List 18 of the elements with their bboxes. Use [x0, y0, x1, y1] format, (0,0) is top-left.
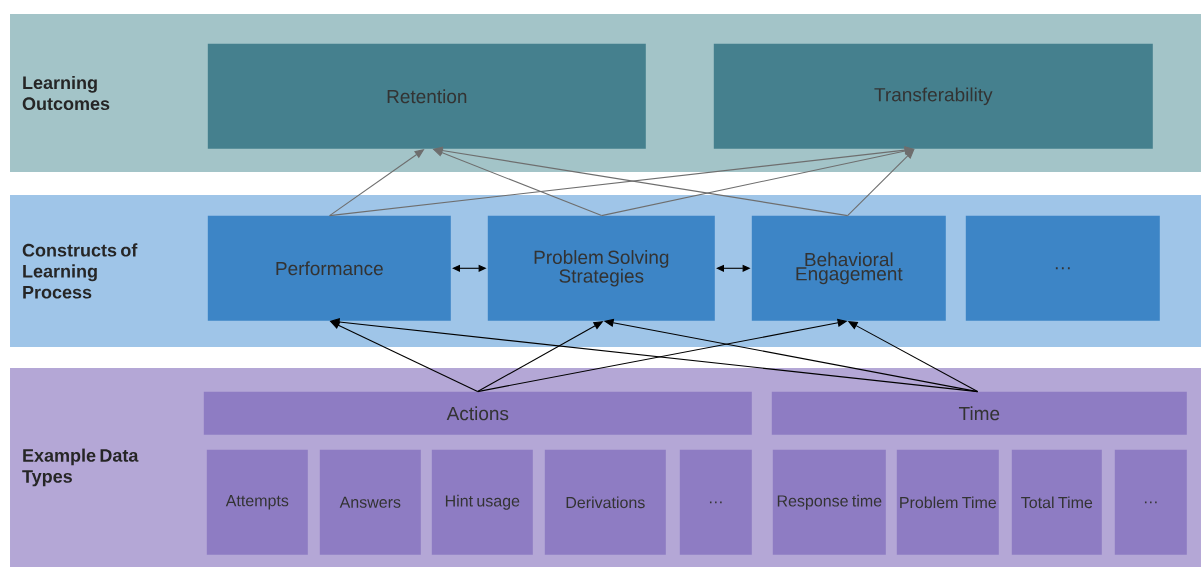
box: Behavioral Engagement — [751, 215, 946, 321]
box: … — [679, 449, 752, 555]
box: Performance — [207, 215, 451, 321]
box: Actions — [203, 391, 752, 435]
box: … — [965, 215, 1160, 321]
box: Time — [771, 391, 1187, 435]
box: Response time — [772, 449, 886, 555]
box: Transferability — [713, 43, 1153, 149]
box: Answers — [319, 449, 421, 555]
box: … — [1114, 449, 1187, 555]
box: Problem Time — [896, 449, 999, 555]
box: Hint usage — [431, 449, 533, 555]
arrow — [847, 149, 915, 217]
box: Problem Solving Strategies — [487, 215, 715, 321]
box: Retention — [207, 43, 646, 149]
box: Attempts — [206, 449, 308, 555]
box: Derivations — [544, 449, 666, 555]
box: Total Time — [1011, 449, 1102, 555]
